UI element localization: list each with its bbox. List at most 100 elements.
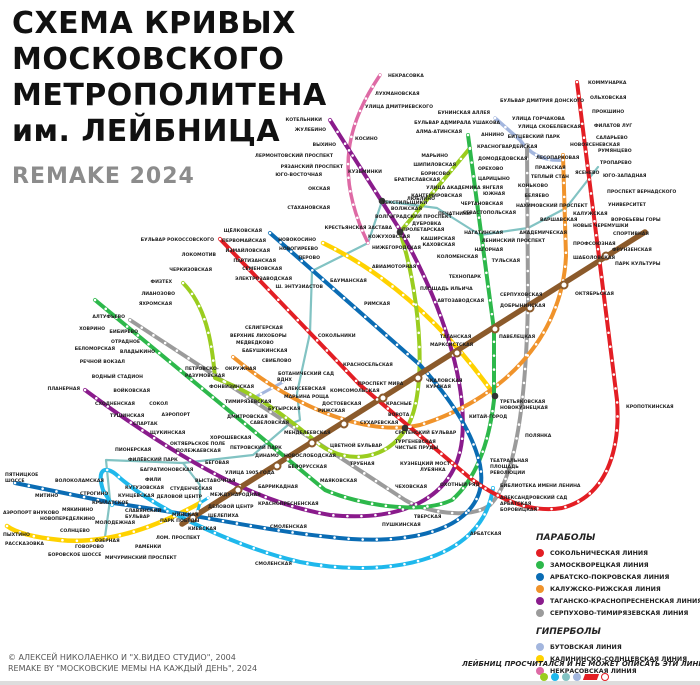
station-marker xyxy=(106,405,110,408)
station-label-green: БЕЛОРУССКАЯ xyxy=(288,464,327,470)
station-marker xyxy=(175,349,179,352)
station-marker xyxy=(223,380,227,384)
station-label-green: РЕЧНОЙ ВОКЗАЛ xyxy=(80,357,125,365)
station-marker xyxy=(526,354,529,357)
interchange-marker xyxy=(396,228,404,236)
station-marker xyxy=(386,407,390,410)
title-line: СХЕМА КРИВЫХ xyxy=(12,6,296,41)
station-marker xyxy=(401,508,405,511)
station-label-green: ДИНАМО xyxy=(255,453,279,459)
station-label-red: ПРОКШИНО xyxy=(592,109,624,115)
station-label-purple: ТЕКСТИЛЬЩИКИ xyxy=(382,200,427,206)
station-marker xyxy=(129,421,133,424)
station-marker xyxy=(269,410,272,414)
station-marker xyxy=(441,179,445,182)
line-blue xyxy=(13,231,484,542)
map-title: СХЕМА КРИВЫХ МОСКОВСКОГО МЕТРОПОЛИТЕНА и… xyxy=(12,6,327,150)
station-marker xyxy=(504,125,507,129)
station-marker xyxy=(486,285,490,288)
legend-item-label: СОКОЛЬНИЧЕСКАЯ ЛИНИЯ xyxy=(550,549,649,557)
station-marker xyxy=(478,508,482,512)
station-label-grey: ЧЕРТАНОВСКАЯ xyxy=(461,201,504,207)
station-marker xyxy=(378,73,382,77)
station-marker xyxy=(485,271,488,275)
station-marker xyxy=(437,487,441,491)
line-teal-bkl xyxy=(181,199,384,505)
station-label-red: КОММУНАРКА xyxy=(588,80,627,86)
station-label-orange: ЯСЕНЕВО xyxy=(575,170,600,176)
station-label-yellow: ОЗЕРНАЯ xyxy=(95,538,120,544)
station-marker xyxy=(200,526,204,529)
station-marker xyxy=(373,189,377,193)
station-marker xyxy=(292,426,296,429)
station-marker xyxy=(472,479,476,483)
station-marker xyxy=(426,496,430,499)
station-marker xyxy=(428,287,432,291)
station-marker xyxy=(225,478,229,482)
station-marker xyxy=(601,289,605,293)
station-marker xyxy=(410,249,413,253)
station-label-grey: ТИМИРЯЗЕВСКАЯ xyxy=(225,399,272,405)
station-marker xyxy=(493,116,497,120)
station-marker xyxy=(157,351,161,355)
station-label-green: КРАСНОГВАРДЕЙСКАЯ xyxy=(477,142,538,150)
station-label-yellow: РАССКАЗОВКА xyxy=(5,541,44,547)
legend-item: ЗАМОСКВОРЕЦКАЯ ЛИНИЯ xyxy=(530,559,700,571)
station-label-purple: УЛИЦА 1905 ГОДА xyxy=(225,470,275,476)
station-marker xyxy=(584,150,588,153)
station-label-pink: ЮГО-ВОСТОЧНАЯ xyxy=(275,172,322,178)
station-marker xyxy=(412,289,416,292)
station-marker xyxy=(476,463,479,466)
station-marker xyxy=(485,383,489,387)
ring-station-marker xyxy=(307,438,317,448)
station-marker xyxy=(263,526,266,530)
station-label-red: БИБЛИОТЕКА ИМЕНИ ЛЕНИНА xyxy=(500,483,581,489)
station-marker xyxy=(450,511,454,515)
station-marker xyxy=(347,176,350,180)
station-label-blue: ШОССЕ xyxy=(5,478,24,484)
station-label-grey: НАГАТИНСКАЯ xyxy=(464,230,503,236)
station-label-purple: КОТЕЛЬНИКИ xyxy=(285,117,322,123)
station-marker xyxy=(417,533,421,537)
station-label-blue: ИЗМАЙЛОВСКАЯ xyxy=(225,246,270,254)
station-marker xyxy=(561,153,565,157)
station-marker xyxy=(132,530,136,533)
station-marker xyxy=(289,395,292,398)
station-marker xyxy=(564,251,568,255)
station-marker xyxy=(284,416,288,419)
station-marker xyxy=(286,458,290,461)
station-marker xyxy=(270,386,274,390)
station-marker xyxy=(416,362,420,365)
station-label-red: ЧИСТЫЕ ПРУДЫ xyxy=(395,445,438,451)
station-marker xyxy=(343,142,347,146)
station-marker xyxy=(422,311,425,315)
station-marker xyxy=(484,487,487,490)
station-label-green: СОКОЛ xyxy=(149,401,168,407)
station-label-lightgreen: БУТЫРСКАЯ xyxy=(268,406,301,412)
station-marker xyxy=(234,387,237,391)
legend-footer: ЛЕЙБНИЦ ПРОСЧИТАЛСЯ И НЕ МОЖЕТ ОПИСАТЬ Э… xyxy=(462,660,700,668)
station-label-purple: ОКТЯБРЬСКОЕ ПОЛЕ xyxy=(170,441,225,447)
station-marker xyxy=(561,158,565,162)
station-marker xyxy=(451,341,454,344)
station-label-yellow: МАРКСИСТСКАЯ xyxy=(430,342,474,348)
legend-item: СОКОЛЬНИЧЕСКАЯ ЛИНИЯ xyxy=(530,547,700,559)
station-label-pink: НИЖЕГОРОДСКАЯ xyxy=(372,245,421,251)
station-label-red: ТУРГЕНЕВСКАЯ xyxy=(395,439,436,445)
station-marker xyxy=(410,275,413,279)
station-marker xyxy=(257,278,261,281)
station-label-cyan: БАГРАТИОНОВСКАЯ xyxy=(140,467,194,473)
station-marker xyxy=(422,422,426,425)
station-marker xyxy=(61,538,64,542)
station-marker xyxy=(367,424,371,427)
station-marker xyxy=(466,430,470,433)
station-marker xyxy=(429,443,433,447)
station-label-purple: ПРОЛЕТАРСКАЯ xyxy=(402,227,445,233)
station-marker xyxy=(252,547,256,550)
legend-parabolas-heading: ПАРАБОЛЫ xyxy=(536,533,596,543)
station-marker xyxy=(439,502,443,506)
station-marker xyxy=(504,477,507,481)
station-label-yellow: СОЛНЦЕВО xyxy=(60,528,90,534)
station-label-purple: ТАГАНСКАЯ xyxy=(440,334,472,340)
station-marker xyxy=(526,283,530,287)
